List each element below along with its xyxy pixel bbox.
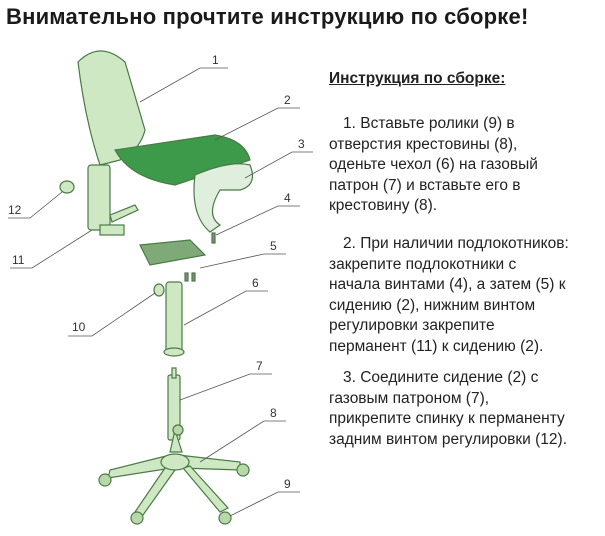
cover-6 — [165, 281, 183, 353]
instruction-step-2: 2. При наличии подлокотников: закрепите … — [329, 234, 569, 357]
callout-11: 11 — [12, 253, 25, 267]
screws — [184, 232, 216, 282]
callout-leaders — [8, 67, 313, 517]
callout-6: 6 — [252, 276, 259, 290]
step-line: начала винтами (4), а затем (5) к — [329, 276, 566, 293]
step-line: закрепите подлокотники с — [329, 255, 517, 273]
callout-9: 9 — [284, 477, 291, 491]
step-line: оденьте чехол (6) на газовый — [329, 156, 538, 173]
mechanism-plate — [139, 239, 207, 266]
step-line: прикрепите спинку к перманенту — [329, 410, 565, 427]
step-line: задним винтом регулировки (12). — [329, 430, 568, 448]
callout-4: 4 — [284, 191, 291, 205]
knob-10 — [153, 283, 165, 297]
callout-1: 1 — [212, 53, 219, 67]
step-line: перманент (11) к сидению (2). — [329, 337, 544, 355]
page-title: Внимательно прочтите инструкцию по сборк… — [6, 4, 529, 29]
callout-8: 8 — [270, 406, 277, 420]
callout-3: 3 — [298, 137, 305, 151]
step-line: регулировки закрепите — [329, 317, 495, 334]
step-line: отверстия крестовины (8), — [329, 135, 518, 153]
base-8 — [107, 427, 241, 516]
step-line: крестовину (8). — [329, 197, 438, 214]
armrest — [193, 163, 253, 233]
callout-12: 12 — [8, 203, 22, 217]
instructions-heading: Инструкция по сборке: — [329, 70, 506, 87]
callout-7: 7 — [256, 359, 263, 373]
step-line: сидению (2), нижним винтом — [329, 296, 536, 314]
callout-2: 2 — [284, 93, 291, 107]
step-line: газовым патроном (7), — [329, 389, 490, 407]
step-line: патрон (7) и вставьте его в — [329, 176, 521, 194]
step-line: 3. Соедините сидение (2) с — [343, 369, 539, 386]
permanent-bracket — [87, 164, 111, 231]
instruction-step-3: 3. Соедините сидение (2) с газовым патро… — [329, 368, 567, 450]
callout-5: 5 — [270, 239, 277, 253]
step-line: 1. Вставьте ролики (9) в — [343, 115, 515, 132]
casters-9 — [98, 424, 250, 525]
step-line: 2. При наличии подлокотников: — [343, 235, 569, 252]
knob-12 — [59, 180, 75, 194]
instruction-step-1: 1. Вставьте ролики (9) в отверстия крест… — [329, 114, 538, 217]
callout-10: 10 — [72, 320, 86, 334]
